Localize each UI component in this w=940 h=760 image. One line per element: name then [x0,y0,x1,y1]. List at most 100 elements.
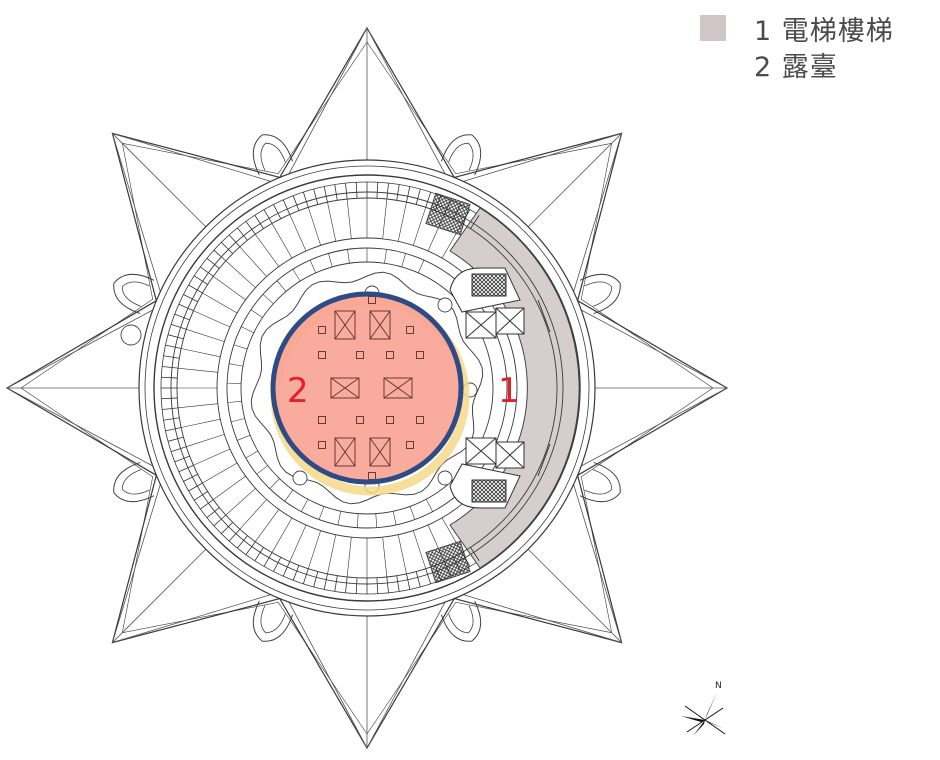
fixture-square [318,441,326,449]
star-facet-line [573,133,622,292]
decorative-loop [113,461,155,503]
stair-tread [386,576,389,593]
radial-rib [186,329,225,342]
radial-rib [308,530,321,569]
star-facet-line [288,602,368,749]
inner-rib [337,511,342,526]
loop-inner [584,469,613,495]
radial-rib [346,199,352,239]
stair-tread [206,258,220,269]
star-facet-axis [112,133,207,228]
radial-rib [225,488,256,516]
stair-tread [396,575,400,592]
radial-rib [178,403,218,409]
loop-outer [252,134,294,176]
inner-rib [256,465,268,475]
stair-tread [263,552,273,567]
inner-rib [425,499,433,512]
inner-rib [409,506,416,520]
stair-tread [221,522,233,534]
stair-tread [165,427,182,432]
stair-tread [334,184,338,201]
star-facet-line [463,133,622,182]
radial-rib [397,534,407,574]
inner-rib [392,511,397,526]
fixture-square [356,351,364,359]
stair-tread [221,242,233,254]
decorative-loop [252,600,294,642]
stair-tread [206,507,220,518]
inner-rib [250,309,263,318]
decorative-loop [440,600,482,642]
star-facet-line [366,602,446,749]
legend-spacer [700,51,726,77]
decorative-loop [113,273,155,315]
radial-rib [397,202,407,242]
stair-tread [170,446,187,453]
star-facet-line [463,594,622,643]
radial-rib [382,537,388,577]
inner-rib [237,434,251,441]
stair-tread [302,568,309,585]
fixture-box [369,437,391,467]
inner-rib [284,489,294,502]
legend: 1 電梯樓梯 2 露臺 [700,10,894,83]
fixture-square [416,416,424,424]
loop-inner [448,605,474,634]
stair-tread [183,473,198,482]
fixture-square [406,326,414,334]
inner-rib [328,253,333,267]
stair-tread [386,183,389,200]
stair-tread [415,571,421,588]
fixture-box [383,377,413,399]
radial-rib [327,202,337,242]
star-facet-line [581,387,728,467]
star-facet-line [581,309,728,389]
stair-tread [323,573,328,590]
radial-rib [255,234,280,267]
legend-item-core: 1 電梯樓梯 [700,10,894,47]
stair-tread [178,303,194,312]
legend-label-core: 1 電梯樓梯 [754,15,894,47]
legend-item-terrace: 2 露臺 [700,46,894,83]
elevator-group-top [449,267,551,339]
star-facet-axis [527,548,622,643]
stair-tread [174,455,190,463]
legend-swatch-core [700,15,726,41]
stair-tread [167,334,184,340]
star-facet-line [112,133,161,292]
star-facet-line [112,594,271,643]
zone-label-terrace: 2 [287,371,309,411]
inner-rib [417,259,425,274]
loop-inner [121,469,150,495]
hatched-block-top [425,192,471,236]
radial-rib [181,348,221,358]
wavy-boundary [250,271,484,505]
stair-tread [200,266,214,277]
stair-tread [170,323,187,330]
inner-rib [318,506,325,520]
stair-tread [355,577,358,594]
inner-rib [309,259,317,274]
radial-rib [239,499,267,530]
radial-rib [178,367,218,373]
loop-inner [448,142,474,171]
stair-tread [282,199,291,215]
inner-rib [375,513,378,528]
radial-rib [413,530,426,569]
stair-tread [313,188,319,205]
loop-outer [252,600,294,642]
stair-tread [178,464,194,473]
stair-tread [406,573,411,590]
radial-rib [308,207,321,246]
stair-tread [163,417,180,421]
fixture-square [356,416,364,424]
star-facet-line [288,27,368,174]
terrace-fixtures [318,296,424,480]
stair-tread [213,514,227,527]
radial-rib [225,260,256,288]
stair-tread [228,528,241,542]
fixture-box [369,310,391,340]
stair-tread [237,535,248,549]
loop-outer [113,273,155,315]
